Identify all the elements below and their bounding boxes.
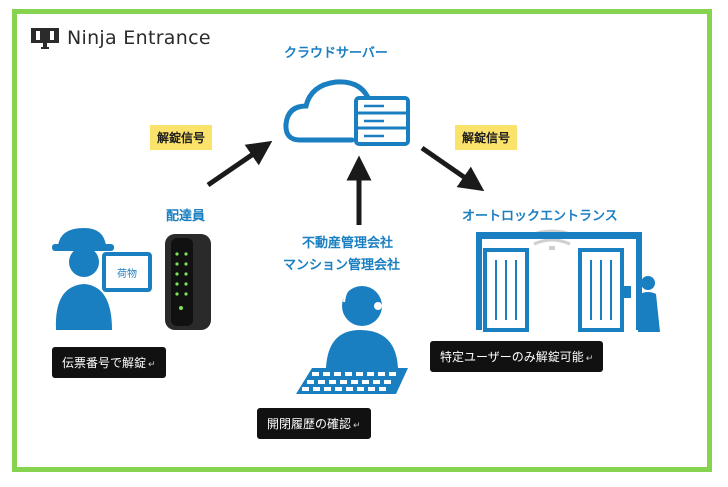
caption-courier: 伝票番号で解錠↵ xyxy=(52,347,166,378)
arrow-server-to-autolock xyxy=(420,145,485,192)
autolock-entrance-icon xyxy=(476,229,660,332)
return-mark: ↵ xyxy=(148,360,156,370)
caption-autolock-text: 特定ユーザーのみ解錠可能 xyxy=(440,350,584,364)
operator-icon xyxy=(326,282,398,368)
caption-management-text: 開閉履歴の確認 xyxy=(267,417,352,431)
logo-text: Ninja Entrance xyxy=(67,27,211,49)
arrow-courier-to-server xyxy=(206,140,273,188)
unlock-signal-badge-left: 解錠信号 xyxy=(150,125,213,150)
courier-label: 配達員 xyxy=(166,209,206,224)
cloud-server-label: クラウドサーバー xyxy=(284,46,388,61)
package-label: 荷物 xyxy=(117,267,137,280)
courier-icon xyxy=(52,228,152,330)
management-label-line1: 不動産管理会社 xyxy=(302,236,394,251)
caption-autolock: 特定ユーザーのみ解錠可能↵ xyxy=(430,341,604,372)
keyboard-icon xyxy=(296,368,408,394)
return-mark: ↵ xyxy=(353,421,361,431)
caption-management: 開閉履歴の確認↵ xyxy=(257,408,371,439)
logo: Ninja Entrance xyxy=(30,26,211,50)
caption-courier-text: 伝票番号で解錠 xyxy=(62,356,147,370)
management-label-line2: マンション管理会社 xyxy=(283,258,401,273)
return-mark: ↵ xyxy=(585,354,594,364)
ninja-entrance-logo-icon xyxy=(31,28,59,49)
unlock-signal-badge-right: 解錠信号 xyxy=(455,125,518,150)
cloud-server-icon xyxy=(283,79,410,146)
autolock-label: オートロックエントランス xyxy=(462,209,618,224)
smart-lock-icon xyxy=(165,234,211,330)
